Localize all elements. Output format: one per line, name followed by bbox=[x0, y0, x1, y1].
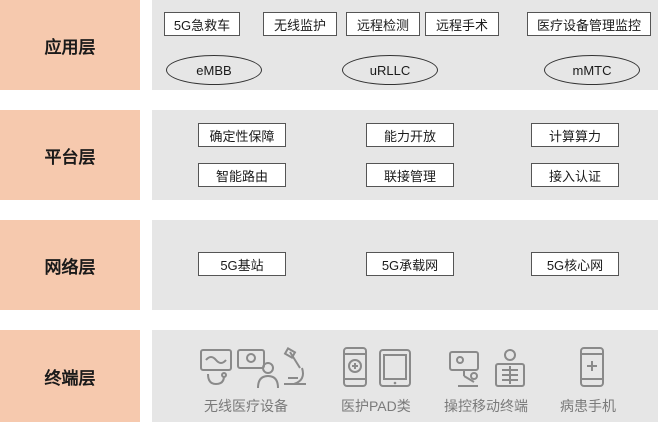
platform-box-determinism: 确定性保障 bbox=[198, 123, 286, 147]
robot-arm-icon bbox=[449, 351, 479, 387]
platform-box-capability-open: 能力开放 bbox=[366, 123, 454, 147]
platform-box-compute: 计算算力 bbox=[531, 123, 619, 147]
patient-phone-icon bbox=[580, 347, 604, 387]
layer-panel-application: 5G急救车 无线监护 远程检测 远程手术 医疗设备管理监控 eMBB uRLLC… bbox=[152, 0, 658, 90]
layer-label-network: 网络层 bbox=[0, 220, 140, 310]
app-box-device-management: 医疗设备管理监控 bbox=[527, 12, 651, 36]
doctor-icon bbox=[237, 349, 279, 389]
network-box-core: 5G核心网 bbox=[531, 252, 619, 276]
oval-embb: eMBB bbox=[166, 55, 262, 85]
platform-box-connection-management: 联接管理 bbox=[366, 163, 454, 187]
device-caption-patient-phone: 病患手机 bbox=[560, 398, 616, 414]
layer-panel-platform: 确定性保障 能力开放 计算算力 智能路由 联接管理 接入认证 bbox=[152, 110, 658, 200]
oval-mmtc: mMTC bbox=[544, 55, 640, 85]
device-caption-control-terminal: 操控移动终端 bbox=[444, 398, 528, 414]
device-group-patient-phone bbox=[578, 346, 608, 390]
app-box-ambulance: 5G急救车 bbox=[164, 12, 240, 36]
app-box-wireless-monitoring: 无线监护 bbox=[263, 12, 337, 36]
device-group-medical-pad bbox=[342, 346, 414, 390]
device-group-wireless-medical bbox=[198, 346, 310, 390]
device-group-control-terminal bbox=[448, 346, 540, 390]
app-box-remote-surgery: 远程手术 bbox=[425, 12, 499, 36]
platform-box-smart-routing: 智能路由 bbox=[198, 163, 286, 187]
tablet-icon bbox=[379, 349, 411, 387]
app-box-remote-detection: 远程检测 bbox=[346, 12, 420, 36]
device-caption-medical-pad: 医护PAD类 bbox=[341, 398, 411, 414]
microscope-icon bbox=[283, 347, 306, 385]
oval-urllc: uRLLC bbox=[342, 55, 438, 85]
phone-medical-icon bbox=[343, 347, 367, 387]
layer-panel-network: 5G基站 5G承载网 5G核心网 bbox=[152, 220, 658, 310]
xray-icon bbox=[495, 349, 525, 387]
device-caption-wireless-medical: 无线医疗设备 bbox=[204, 398, 288, 414]
platform-box-access-auth: 接入认证 bbox=[531, 163, 619, 187]
layer-label-terminal: 终端层 bbox=[0, 330, 140, 422]
monitor-icon bbox=[200, 349, 232, 386]
network-box-base-station: 5G基站 bbox=[198, 252, 286, 276]
network-box-bearer: 5G承载网 bbox=[366, 252, 454, 276]
layer-label-platform: 平台层 bbox=[0, 110, 140, 200]
layer-label-application: 应用层 bbox=[0, 0, 140, 90]
